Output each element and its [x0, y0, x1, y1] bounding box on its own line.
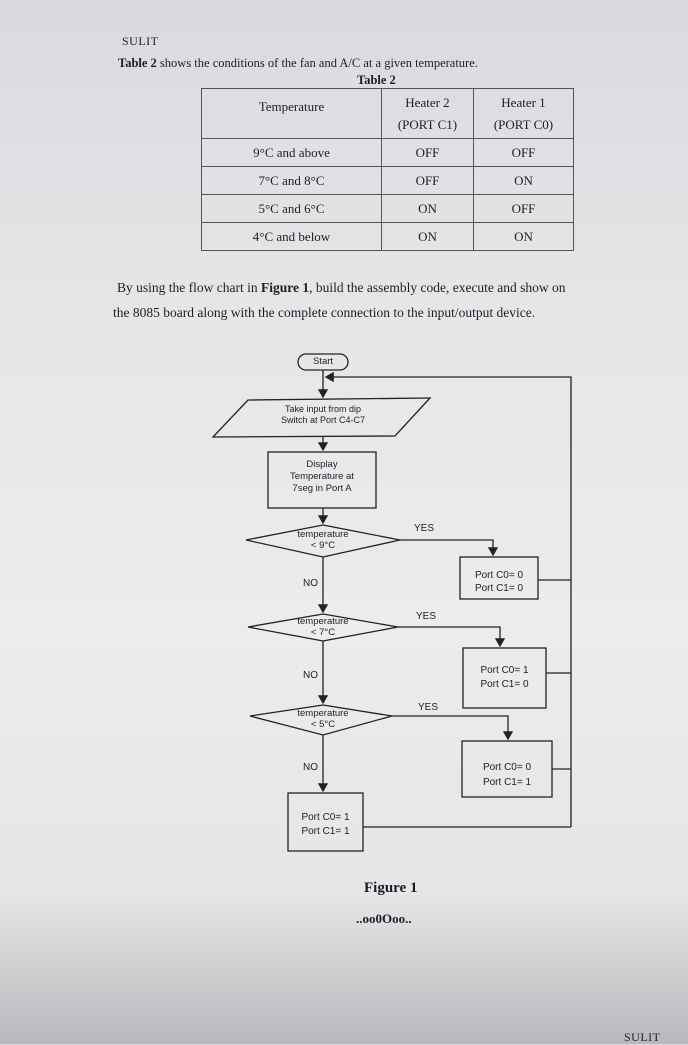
decision-1-no: NO [303, 578, 318, 589]
input-line1: Take input from dip [284, 404, 362, 414]
table-cell: OFF [381, 166, 474, 195]
port-box-1-line2: Port C1= 0 [474, 583, 524, 594]
header-label: SULIT [122, 34, 159, 48]
decision-2-no: NO [303, 670, 318, 681]
heater2-label: Heater 2 [405, 94, 450, 110]
instruction-bold: Figure 1 [260, 280, 310, 295]
decision-3-yes: YES [418, 702, 439, 713]
table-header-row: Temperature Heater 2 (PORT C1) Heater 1 … [201, 88, 574, 139]
input-parallelogram [211, 397, 432, 438]
input-text: Take input from dip Switch at Port C4-C7 [248, 404, 398, 426]
decision-1-text: temperature < 9°C [270, 529, 376, 551]
table-cell: OFF [473, 194, 574, 223]
instruction-line1: By using the flow chart in Figure 1, bui… [117, 280, 566, 296]
table-cell: 9°C and above [201, 138, 382, 167]
final-port-box [287, 792, 364, 852]
port-box-2-line1: Port C0= 1 [480, 665, 529, 676]
table-cell: ON [473, 222, 574, 251]
start-label: Start [312, 356, 334, 367]
intro-rest: shows the conditions of the fan and A/C … [156, 56, 478, 70]
display-line1: Display [306, 459, 338, 470]
end-mark: ..oo0Ooo.. [356, 911, 412, 926]
decision-3-text: temperature < 5°C [270, 708, 376, 730]
port-box-1-text: Port C0= 0 Port C1= 0 [460, 569, 538, 595]
table-cell: ON [381, 194, 474, 223]
decision-1-yes: YES [414, 523, 435, 534]
input-line2: Switch at Port C4-C7 [280, 415, 366, 425]
port-box-3-line1: Port C0= 0 [482, 762, 532, 773]
heater2-port: (PORT C1) [397, 116, 458, 132]
decision-3-line2: < 5°C [310, 719, 336, 730]
display-line2: Temperature at [290, 471, 354, 482]
figure-caption: Figure 1 [364, 880, 418, 896]
decision-1-line2: < 9°C [310, 540, 336, 551]
display-box [267, 451, 377, 509]
table-title: Table 2 [357, 73, 396, 87]
decision-3-no: NO [303, 762, 318, 773]
footer-label: SULIT [624, 1030, 661, 1044]
final-line1: Port C0= 1 [301, 812, 350, 823]
col-header-temperature: Temperature [201, 88, 382, 139]
table-cell: 5°C and 6°C [201, 194, 382, 223]
table-cell: 7°C and 8°C [201, 166, 382, 195]
port-box-2-text: Port C0= 1 Port C1= 0 [463, 664, 546, 692]
decision-2-line1: temperature [297, 616, 349, 627]
port-box-3-line2: Port C1= 1 [482, 777, 532, 788]
decision-2-line2: < 7°C [310, 627, 336, 638]
table-row: 5°C and 6°C ON OFF [201, 194, 574, 223]
table-row: 4°C and below ON ON [201, 222, 574, 251]
intro-bold: Table 2 [118, 56, 157, 70]
decision-2-text: temperature < 7°C [270, 616, 376, 638]
display-line3: 7seg in Port A [292, 483, 352, 494]
port-box-1 [459, 556, 539, 600]
port-box-2 [462, 647, 547, 709]
port-box-2-line2: Port C1= 0 [480, 679, 529, 690]
display-text: Display Temperature at 7seg in Port A [268, 459, 376, 495]
table-cell: OFF [473, 138, 574, 167]
heater1-label: Heater 1 [501, 94, 546, 110]
final-box-text: Port C0= 1 Port C1= 1 [288, 811, 363, 839]
port-box-1-line1: Port C0= 0 [474, 570, 524, 581]
conditions-table: Temperature Heater 2 (PORT C1) Heater 1 … [201, 88, 574, 251]
table-cell: ON [381, 222, 474, 251]
table-row: 7°C and 8°C OFF ON [201, 166, 574, 195]
instruction-part2: , build the assembly code, execute and s… [309, 280, 566, 295]
decision-1-line1: temperature [297, 529, 349, 540]
table-cell: 4°C and below [201, 222, 382, 251]
instruction-part1: By using the flow chart in [117, 280, 261, 295]
decision-3-line1: temperature [297, 708, 349, 719]
decision-2-yes: YES [416, 611, 437, 622]
final-line2: Port C1= 1 [301, 826, 350, 837]
col-header-heater1: Heater 1 (PORT C0) [473, 88, 574, 139]
instruction-line2: the 8085 board along with the complete c… [113, 305, 536, 320]
heater1-port: (PORT C0) [493, 116, 554, 132]
intro-text: Table 2 shows the conditions of the fan … [118, 56, 478, 71]
port-box-3-text: Port C0= 0 Port C1= 1 [462, 760, 552, 790]
